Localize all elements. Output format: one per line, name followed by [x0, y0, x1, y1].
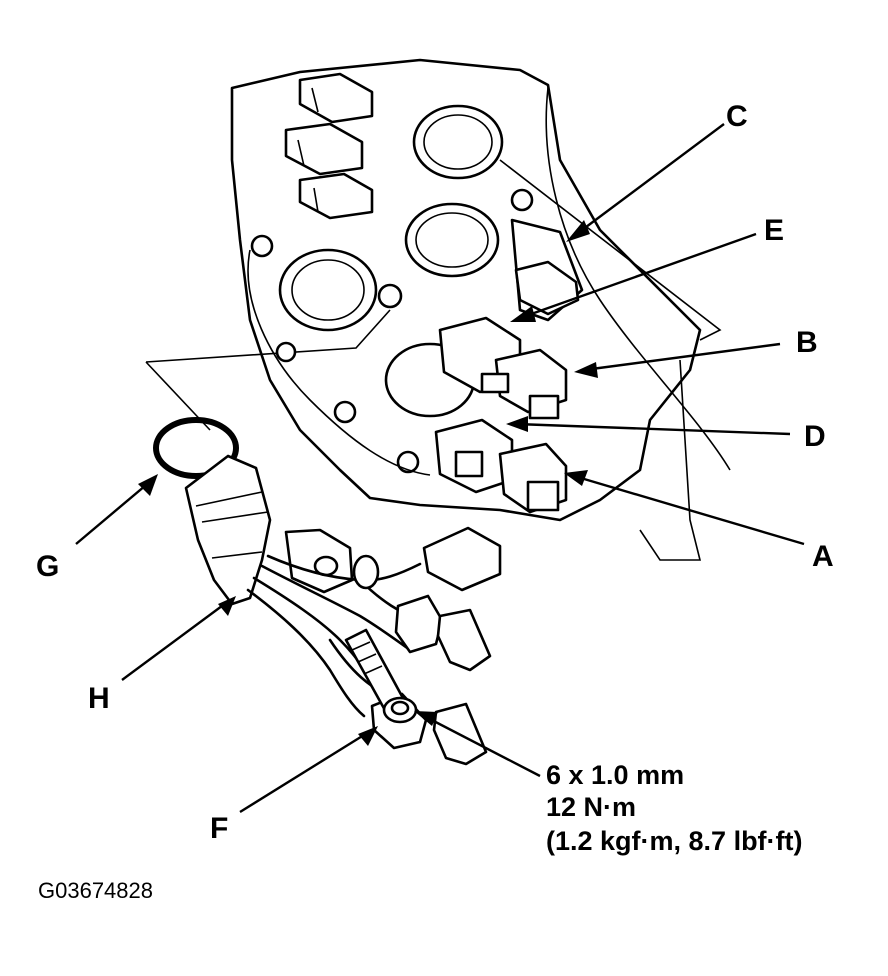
leader-e: [519, 232, 757, 320]
torque-spec-imperial: (1.2 kgf·m, 8.7 lbf·ft): [546, 826, 803, 856]
leader-g: [75, 479, 153, 545]
arrowhead-f: [358, 726, 378, 746]
arrowhead-e: [510, 306, 536, 322]
label-d: D: [804, 420, 826, 453]
harness-connector-body: [184, 454, 354, 606]
o-ring: [153, 417, 239, 479]
label-e: E: [764, 214, 784, 247]
figure-id: G03674828: [38, 878, 153, 903]
upper-connectors: [284, 72, 374, 220]
leader-c: [573, 123, 725, 237]
arrowhead-g: [138, 474, 158, 496]
bolt-size-spec: 6 x 1.0 mm: [546, 760, 684, 790]
mounting-bolt: [344, 628, 418, 724]
leader-a: [573, 474, 805, 546]
label-g: G: [36, 550, 59, 583]
label-h: H: [88, 682, 110, 715]
label-f: F: [210, 812, 228, 845]
arrowhead-h: [218, 596, 236, 616]
leader-f: [239, 728, 373, 814]
leader-lines: [75, 123, 805, 814]
arrowhead-d: [506, 416, 528, 432]
transmission-housing: [145, 58, 731, 561]
leader-spec: [423, 714, 541, 778]
harness-end-connectors: [370, 526, 502, 766]
arrowhead-a: [564, 470, 588, 486]
torque-spec-nm: 12 N·m: [546, 792, 636, 822]
label-b: B: [796, 326, 818, 359]
leader-h: [121, 599, 231, 681]
leader-b: [583, 342, 781, 372]
label-c: C: [726, 100, 748, 133]
arrowhead-spec: [414, 711, 438, 726]
label-a: A: [812, 540, 834, 573]
wiring-harness: [246, 554, 432, 718]
arrowhead-c: [566, 220, 590, 242]
arrowhead-b: [574, 362, 598, 378]
solenoid-bodies: [384, 104, 584, 514]
leader-d: [515, 422, 791, 436]
